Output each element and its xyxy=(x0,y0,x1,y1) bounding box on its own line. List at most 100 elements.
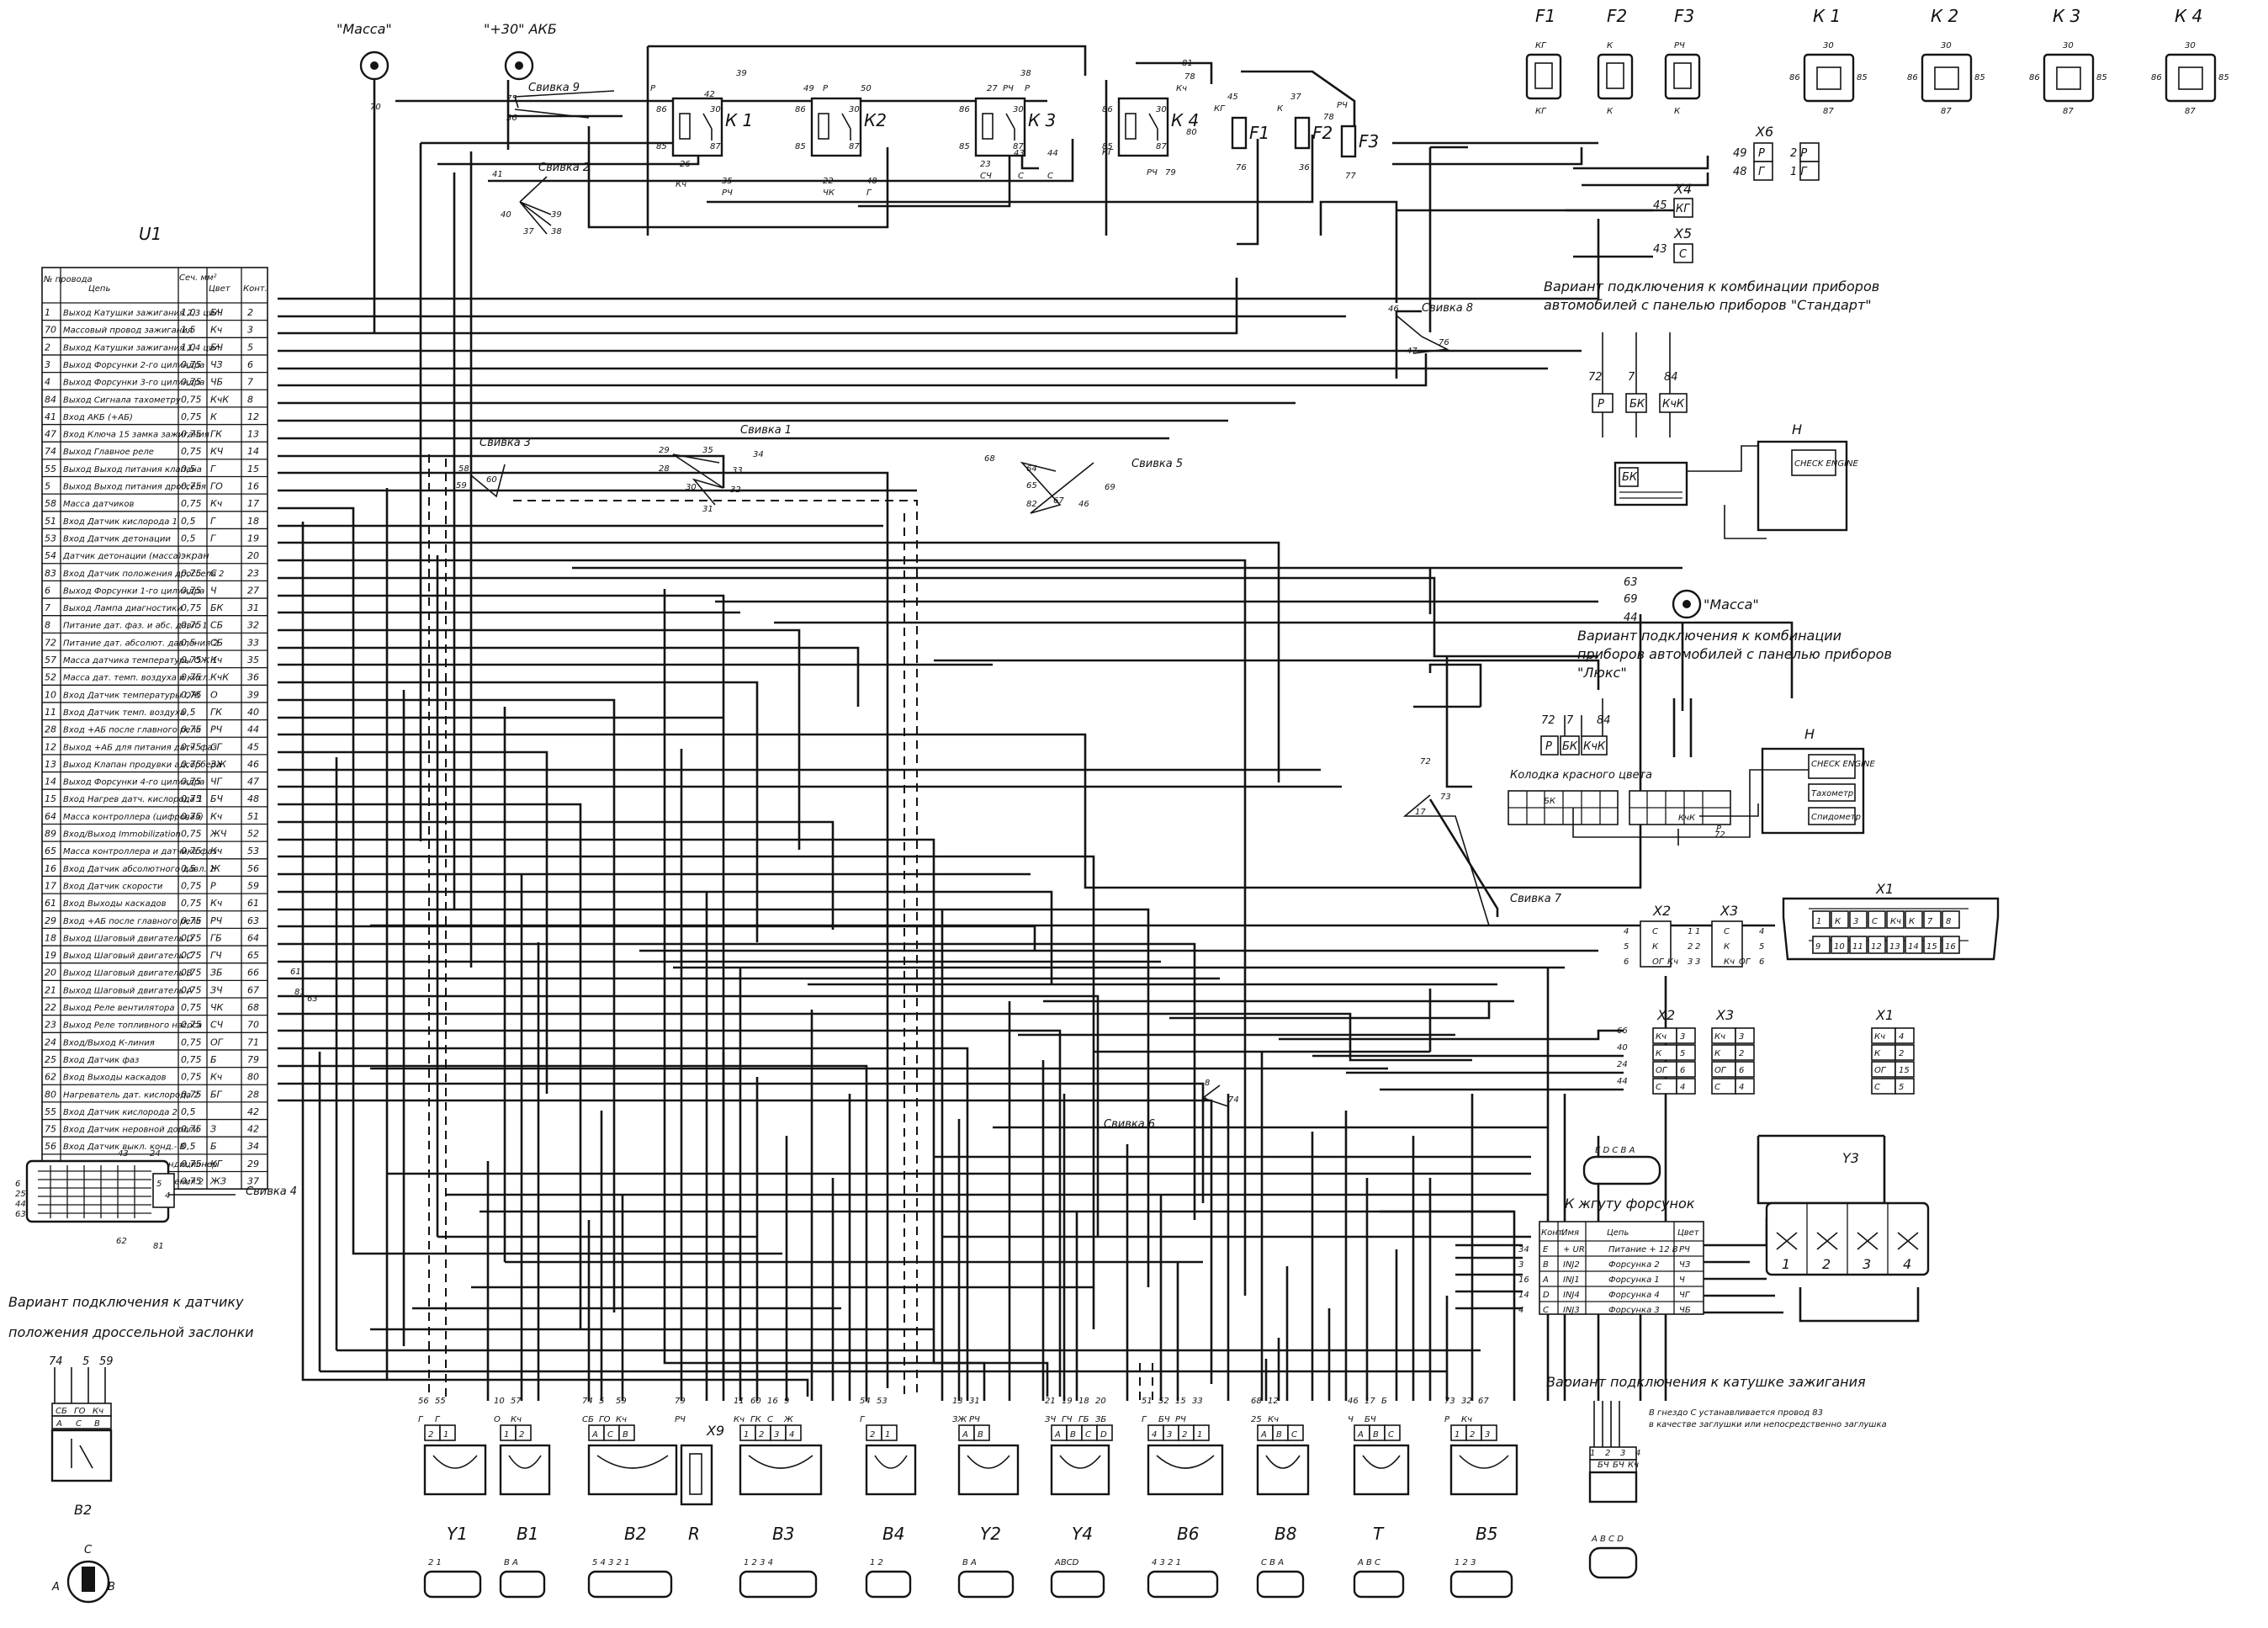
fuse-label: F3 xyxy=(1359,131,1379,151)
component-wire-label: ГБ xyxy=(1078,1415,1089,1424)
ecu-cell: 33 xyxy=(247,637,259,648)
ecu-cell: 12 xyxy=(45,741,56,752)
splice-number: 36 xyxy=(506,114,517,123)
relay-socket-core xyxy=(1816,66,1841,90)
fuse-wire: РЧ xyxy=(1337,101,1348,110)
ecu-cell: 0,75 xyxy=(181,689,202,700)
component-pin: В xyxy=(623,1430,628,1440)
ground-terminal xyxy=(359,50,389,81)
ecu-cell: Масса дат. темп. воздуха и кисл. xyxy=(63,674,210,683)
ecu-cell: 0,5 xyxy=(181,863,196,874)
ecu-table-frame xyxy=(41,267,268,1190)
ground-right-label: "Масса" xyxy=(1704,597,1759,612)
ecu-cell: 0,75 xyxy=(181,1020,202,1031)
ecu-cell: Выход Выход питания клапана xyxy=(63,465,202,475)
component-plug xyxy=(1353,1570,1405,1599)
ecu-cell: 0,75 xyxy=(181,1124,202,1135)
ecu-cell: КГ xyxy=(210,1159,223,1169)
coil-variant-caption: Вариант подключения к катушке зажигания xyxy=(1546,1374,1866,1390)
diag-cell-text: 4 xyxy=(1739,1083,1744,1092)
splice-label: Свивка 6 xyxy=(1104,1118,1155,1131)
ecu-cell: 40 xyxy=(247,707,259,718)
ecu-cell: 0,75 xyxy=(181,759,202,770)
y3-injectors xyxy=(1765,1201,1930,1276)
x2-pin: Кч xyxy=(1667,957,1678,967)
ecu-header-2: Сеч. мм² xyxy=(179,273,217,283)
top-part-pin: 30 xyxy=(2063,41,2074,50)
diag-cell xyxy=(1676,1061,1696,1078)
component-pin: D xyxy=(1100,1430,1107,1440)
ecu-cell: Г xyxy=(210,464,216,475)
ecu-cell: экран xyxy=(181,550,209,561)
x1-pin-cell xyxy=(1942,936,1960,954)
top-part-pin: 85 xyxy=(1974,73,1985,82)
component-wire-label: С xyxy=(767,1415,773,1424)
component-pin-cell xyxy=(1193,1424,1210,1441)
splice-number: 28 xyxy=(659,464,670,474)
diag-cell-text: 2 xyxy=(1739,1049,1744,1058)
ecu-cell: Вход Датчик неровной дороги xyxy=(63,1126,199,1135)
diag-table-label: X2 xyxy=(1656,1007,1675,1023)
ecu-cell: 1,0 xyxy=(181,307,196,318)
ecu-cell: Выход Форсунки 3-го цилиндра xyxy=(63,379,204,388)
ecu-cell: 59 xyxy=(247,880,259,891)
ecu-cell: 0,75 xyxy=(181,394,202,405)
component-pin: С xyxy=(607,1430,613,1440)
coil-wire: 2 xyxy=(1605,1449,1610,1458)
ecu-cell: 0,75 xyxy=(181,359,202,370)
ecu-cell: Выход Форсунки 1-го цилиндра xyxy=(63,586,204,596)
ecu-cell: 6 xyxy=(247,359,253,370)
x3-pin: ОГ xyxy=(1739,957,1751,967)
splice-number: 67 xyxy=(1053,496,1064,506)
ecu-cell: 0,75 xyxy=(181,1002,202,1013)
ecu-cell: ОГ xyxy=(210,1037,224,1047)
component-wire-label: 5 xyxy=(599,1397,604,1406)
relay-label: К 3 xyxy=(1028,110,1056,130)
ecu-cell: Выход Катушки зажигания 2,3 цил. xyxy=(63,309,222,318)
top-part-label: К 3 xyxy=(2053,6,2080,26)
inj-left-num: 16 xyxy=(1518,1275,1529,1285)
top-part-pin: 30 xyxy=(2185,41,2196,50)
x1-pin: 8 xyxy=(1946,917,1951,926)
ecu-cell: 8 xyxy=(45,620,50,631)
component-wire-label: 59 xyxy=(616,1397,627,1406)
component-pin: 3 xyxy=(1485,1430,1490,1440)
x5-cell: С xyxy=(1679,248,1688,261)
ecu-cell: 0,75 xyxy=(181,429,202,440)
fuse-body xyxy=(1231,116,1248,150)
ecu-cell: Выход Главное реле xyxy=(63,448,154,457)
ecu-cell: Вход Датчик кислорода 1 xyxy=(63,517,178,527)
component-wire-label: 74 xyxy=(582,1397,593,1406)
relay-socket-core xyxy=(2056,66,2081,90)
top-part-pin: 85 xyxy=(2096,73,2107,82)
ecu-cell: 42 xyxy=(247,1106,259,1117)
ecu-cell: Вход Датчик фаз xyxy=(63,1056,139,1065)
ecu-cell: 64 xyxy=(45,811,56,822)
splice-number: 65 xyxy=(1026,481,1037,491)
splice-number: 70 xyxy=(370,103,381,112)
ecu-conn-43: 43 xyxy=(118,1149,129,1159)
component-wire-label: БЧ xyxy=(1158,1415,1170,1424)
fuse-holder-slot xyxy=(1606,62,1624,89)
ecu-cell: 13 xyxy=(45,759,56,770)
component-wire-label: 13 xyxy=(952,1397,963,1406)
ecu-cell: 16 xyxy=(45,863,56,874)
inj-cell: INJ4 xyxy=(1563,1291,1580,1300)
diag-wire: 24 xyxy=(1617,1060,1628,1069)
x1-pin: 7 xyxy=(1927,917,1933,926)
relay-wire-label: 79 xyxy=(1165,168,1176,178)
component-label: B2 xyxy=(624,1524,646,1544)
top-part-pin: 86 xyxy=(1907,73,1918,82)
lux-h-label: Н xyxy=(1804,726,1815,742)
relay-wire-label: РЧ xyxy=(722,188,733,198)
component-wire-label: 21 xyxy=(1045,1397,1056,1406)
standard-panel xyxy=(1592,332,1848,539)
ecu-cell: ЖЗ xyxy=(209,1176,226,1187)
x1-pin-cell xyxy=(1849,910,1868,929)
ecu-cell: 0,75 xyxy=(181,880,202,891)
component-pin-cell xyxy=(439,1424,456,1441)
diag-table-label: X3 xyxy=(1715,1007,1734,1023)
